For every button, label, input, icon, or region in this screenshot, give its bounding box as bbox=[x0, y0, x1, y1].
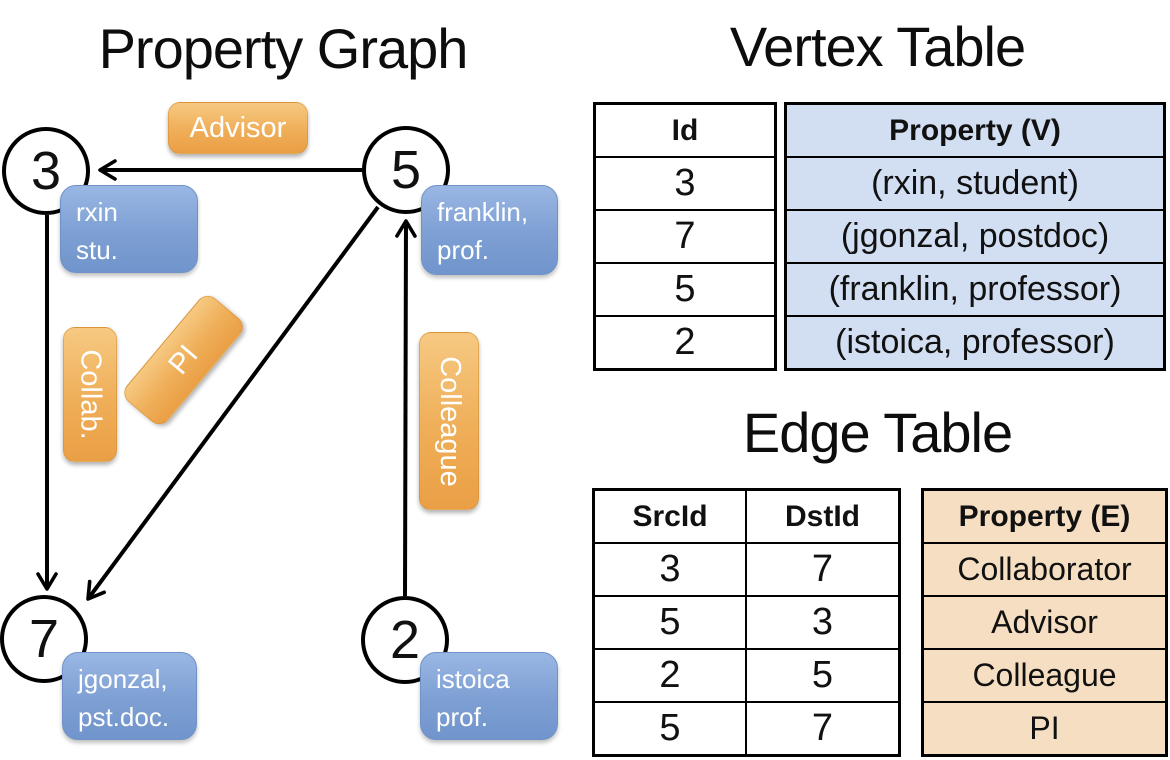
edge-table-srcid-cell: 3 bbox=[592, 542, 747, 597]
edge-table-property-header: Property (E) bbox=[921, 488, 1168, 544]
edge-table-dstid-cell: 7 bbox=[745, 542, 901, 597]
graph-edges bbox=[36, 159, 417, 601]
vertex-label-line: franklin, bbox=[437, 197, 529, 227]
edge-label-colleague: Colleague bbox=[419, 332, 479, 510]
edge-table-property-cell: Advisor bbox=[921, 595, 1168, 650]
edge-table-id-columns: SrcId DstId 3 7 5 3 2 5 5 7 bbox=[592, 488, 901, 757]
edge-table-property-cell: Colleague bbox=[921, 648, 1168, 703]
edge-label-text: Colleague bbox=[433, 355, 466, 487]
vertex-label-line: prof. bbox=[436, 701, 489, 732]
vertex-label-line: rxin bbox=[76, 197, 118, 227]
vertex-table-id-cell: 3 bbox=[593, 156, 777, 211]
vertex-label-line: istoica bbox=[436, 664, 510, 694]
vertex-table-id-cell: 5 bbox=[593, 262, 777, 317]
vertex-label-rxin: rxin stu. bbox=[60, 185, 198, 273]
edge-table-srcid-header: SrcId bbox=[592, 488, 747, 544]
vertex-table-property-cell: (rxin, student) bbox=[784, 156, 1166, 211]
edge-table-dstid-cell: 7 bbox=[745, 701, 901, 757]
edge-table-srcid-cell: 5 bbox=[592, 701, 747, 757]
vertex-node-5: 5 bbox=[362, 126, 450, 214]
edge-table-dstid-header: DstId bbox=[745, 488, 901, 544]
vertex-label-franklin: franklin, prof. bbox=[421, 185, 558, 275]
vertex-node-2: 2 bbox=[361, 596, 449, 684]
vertex-label-jgonzal: jgonzal, pst.doc. bbox=[62, 652, 197, 740]
vertex-table-property-cell: (franklin, professor) bbox=[784, 262, 1166, 317]
edge-label-text: PI bbox=[162, 338, 205, 381]
edge-table-srcid-cell: 5 bbox=[592, 595, 747, 650]
edge-table-property-cell: PI bbox=[921, 701, 1168, 757]
edge-label-text: Collab. bbox=[74, 349, 107, 440]
vertex-table-property-header: Property (V) bbox=[784, 102, 1166, 158]
vertex-label-line: stu. bbox=[76, 234, 118, 265]
edge-table-dstid-cell: 3 bbox=[745, 595, 901, 650]
vertex-table-property-cell: (jgonzal, postdoc) bbox=[784, 209, 1166, 264]
edge-label-advisor: Advisor bbox=[168, 102, 308, 154]
property-graph-title: Property Graph bbox=[98, 17, 469, 80]
edge-table-title: Edge Table bbox=[742, 401, 1013, 464]
vertex-label-line: prof. bbox=[437, 234, 490, 265]
edge-pi-5-to-7 bbox=[86, 205, 380, 601]
edge-table-property-column: Property (E) Collaborator Advisor Collea… bbox=[921, 488, 1168, 757]
edge-table-srcid-cell: 2 bbox=[592, 648, 747, 703]
edge-colleague-2-to-5 bbox=[395, 219, 417, 597]
vertex-label-istoica: istoica prof. bbox=[420, 652, 558, 740]
vertex-table-title: Vertex Table bbox=[729, 15, 1026, 78]
edge-table-dstid-cell: 5 bbox=[745, 648, 901, 703]
edge-table-property-cell: Collaborator bbox=[921, 542, 1168, 597]
vertex-label-line: pst.doc. bbox=[78, 701, 170, 732]
edge-label-text: Advisor bbox=[189, 111, 287, 144]
vertex-label-line: jgonzal, bbox=[78, 664, 168, 694]
vertex-table-id-header: Id bbox=[593, 102, 777, 158]
vertex-table-property-column: Property (V) (rxin, student) (jgonzal, p… bbox=[784, 102, 1166, 371]
vertex-table-id-cell: 2 bbox=[593, 315, 777, 371]
vertex-table-id-cell: 7 bbox=[593, 209, 777, 264]
vertex-table-id-column: Id 3 7 5 2 bbox=[593, 102, 777, 371]
edge-label-collab: Collab. bbox=[63, 327, 117, 462]
vertex-table-property-cell: (istoica, professor) bbox=[784, 315, 1166, 371]
